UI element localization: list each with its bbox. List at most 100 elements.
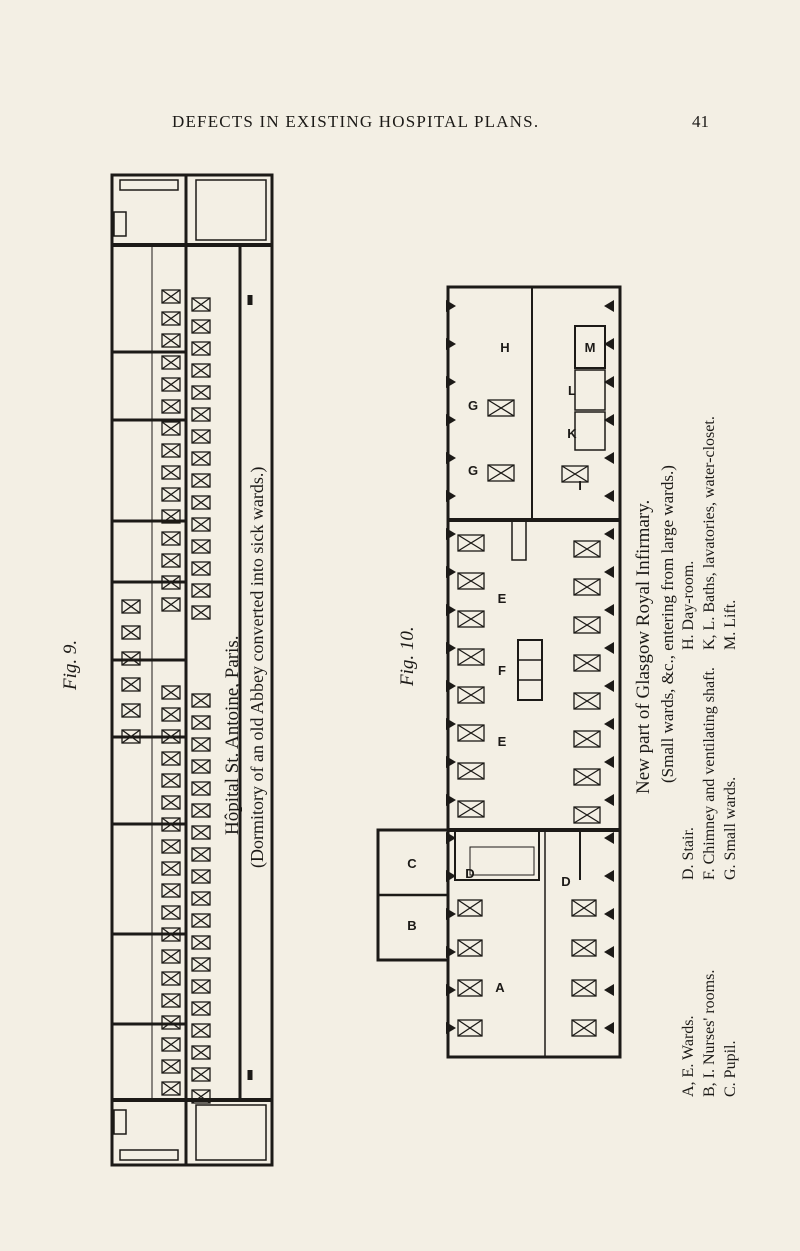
legend-item: G. Small wards. xyxy=(722,776,739,880)
window-splay xyxy=(604,680,614,692)
bed-symbol xyxy=(571,979,597,997)
bed-symbol xyxy=(573,806,601,824)
bed-symbol-cross xyxy=(573,540,601,558)
window-splay xyxy=(446,566,456,578)
plan-letter-e: E xyxy=(498,591,507,606)
bed-symbol-cross xyxy=(191,341,211,356)
bed-symbol xyxy=(161,553,181,568)
bed-symbol xyxy=(161,685,181,700)
running-title: DEFECTS IN EXISTING HOSPITAL PLANS. xyxy=(172,112,540,131)
bed-symbol-cross xyxy=(573,654,601,672)
figure-10-label: Fig. 10. xyxy=(397,626,418,686)
bed-symbol-cross xyxy=(161,685,181,700)
bed-symbol-cross xyxy=(191,561,211,576)
bed-symbol-cross xyxy=(161,1059,181,1074)
bed-symbol-cross xyxy=(191,891,211,906)
bed-symbol-cross xyxy=(457,979,483,997)
bed-symbol xyxy=(573,578,601,596)
window-splay xyxy=(604,984,614,996)
bed-symbol-cross xyxy=(191,825,211,840)
bed-symbol xyxy=(191,781,211,796)
bed-symbol-cross xyxy=(161,1081,181,1096)
window-splay xyxy=(446,528,456,540)
bed-symbol xyxy=(457,534,485,552)
legend-item: M. Lift. xyxy=(722,599,739,650)
bed-symbol-cross xyxy=(161,355,181,370)
figure-9-caption: Hôpital St. Antoine, Paris. xyxy=(222,635,243,836)
bed-symbol xyxy=(161,355,181,370)
legend-column-2: D. Stair. F. Chimney and ventilating sha… xyxy=(678,667,741,880)
bed-symbol xyxy=(161,795,181,810)
window-splay xyxy=(604,642,614,654)
bed-symbol-cross xyxy=(573,616,601,634)
bed-symbol xyxy=(161,377,181,392)
legend-item: C. Pupil. xyxy=(722,1040,739,1097)
bed-symbol xyxy=(191,979,211,994)
bed-symbol xyxy=(561,465,589,483)
bed-symbol xyxy=(161,1059,181,1074)
bed-symbol-cross xyxy=(457,800,485,818)
bed-symbol-cross xyxy=(161,399,181,414)
bed-symbol xyxy=(573,730,601,748)
bed-symbol-cross xyxy=(571,939,597,957)
bed-symbol xyxy=(573,540,601,558)
bed-symbol-cross xyxy=(191,913,211,928)
bed-symbol xyxy=(191,957,211,972)
bed-symbol-cross xyxy=(161,795,181,810)
bed-symbol xyxy=(161,311,181,326)
legend-item: F. Chimney and ventilating shaft. xyxy=(701,667,718,880)
window-splay xyxy=(446,452,456,464)
bed-symbol-cross xyxy=(161,289,181,304)
bed-symbol-cross xyxy=(191,473,211,488)
window-splay xyxy=(446,1022,456,1034)
bed-symbol xyxy=(191,341,211,356)
bed-symbol xyxy=(191,561,211,576)
bed-symbol-cross xyxy=(457,762,485,780)
window-splay xyxy=(604,870,614,882)
window-splay xyxy=(604,300,614,312)
bed-symbol-cross xyxy=(457,939,483,957)
bed-symbol xyxy=(191,363,211,378)
bed-symbol xyxy=(121,625,141,640)
window-splay xyxy=(604,490,614,502)
bed-symbol xyxy=(121,703,141,718)
bed-symbol-cross xyxy=(191,1067,211,1082)
bed-symbol-cross xyxy=(161,377,181,392)
bed-symbol xyxy=(161,1015,181,1030)
window-splay xyxy=(604,946,614,958)
figure-9-subcaption: (Dormitory of an old Abbey converted int… xyxy=(247,466,267,868)
window-splay xyxy=(446,680,456,692)
bed-symbol xyxy=(161,531,181,546)
bed-symbol-cross xyxy=(457,610,485,628)
window-splay xyxy=(446,604,456,616)
window-splay xyxy=(446,642,456,654)
bed-symbol-cross xyxy=(161,597,181,612)
bed-symbol xyxy=(191,869,211,884)
bed-symbol xyxy=(191,539,211,554)
plan-letter-m: M xyxy=(585,340,596,355)
plan-letter-f: F xyxy=(498,663,506,678)
bed-symbol xyxy=(191,935,211,950)
bed-symbol xyxy=(191,693,211,708)
bed-symbol xyxy=(457,724,485,742)
bed-symbol xyxy=(191,451,211,466)
bed-symbol-cross xyxy=(161,465,181,480)
bed-symbol xyxy=(571,939,597,957)
bed-symbol-cross xyxy=(191,803,211,818)
bed-symbol-cross xyxy=(191,319,211,334)
window-splay xyxy=(446,756,456,768)
bed-symbol-cross xyxy=(191,605,211,620)
bed-symbol-cross xyxy=(457,686,485,704)
page-header: DEFECTS IN EXISTING HOSPITAL PLANS. 41 xyxy=(0,108,800,138)
bed-symbol xyxy=(161,1037,181,1052)
bed-symbol-cross xyxy=(191,693,211,708)
bed-symbol xyxy=(457,1019,483,1037)
bed-symbol xyxy=(573,768,601,786)
bed-symbol-cross xyxy=(161,1037,181,1052)
bed-symbol xyxy=(191,583,211,598)
plan-letter-d: D xyxy=(561,874,570,889)
bed-symbol-cross xyxy=(161,905,181,920)
window-splay xyxy=(604,528,614,540)
bed-symbol-cross xyxy=(121,677,141,692)
